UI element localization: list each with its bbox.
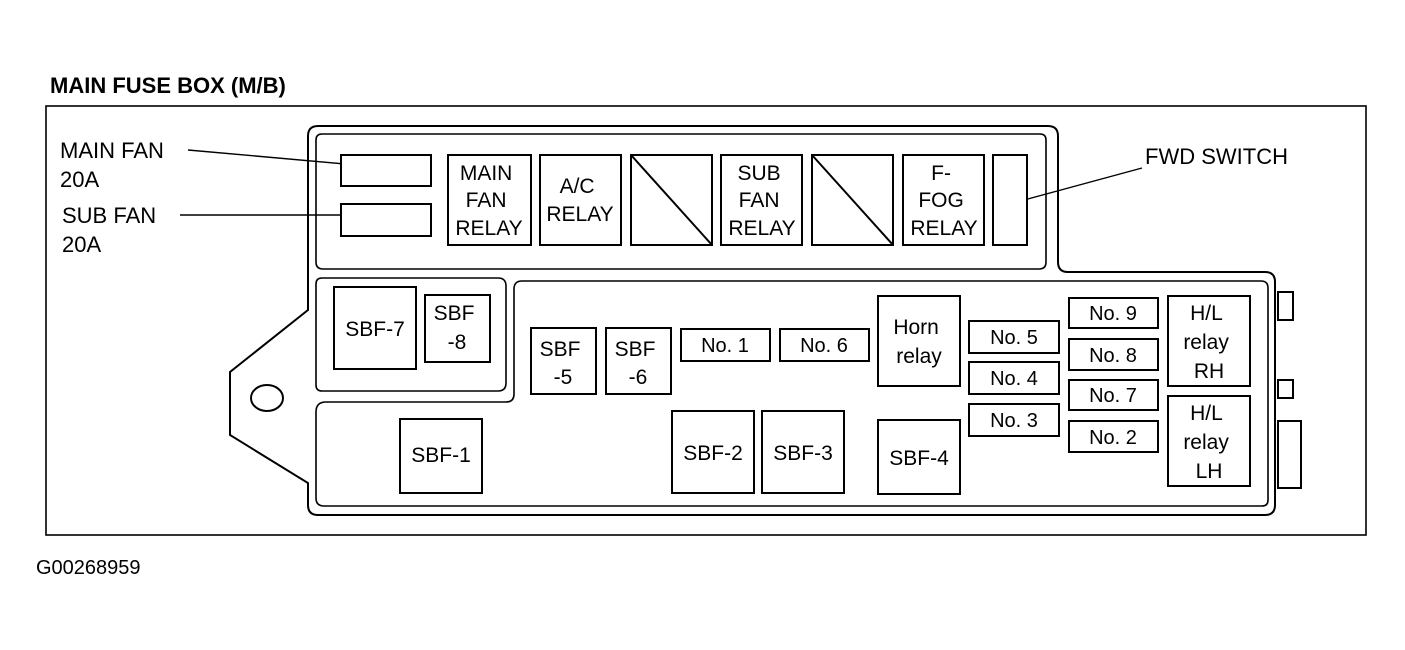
fuse-no-2 <box>1068 420 1159 453</box>
sbf-2 <box>671 410 755 494</box>
hl-relay-rh <box>1167 295 1251 387</box>
sbf-6 <box>605 327 672 395</box>
fuse-no-9 <box>1068 297 1159 329</box>
hl-relay-lh <box>1167 395 1251 487</box>
sbf-6-label: SBF -6 <box>615 338 662 389</box>
fuse-no-8 <box>1068 338 1159 371</box>
horn-relay-label: Horn relay <box>893 316 944 368</box>
sbf-8 <box>424 294 491 363</box>
fuse-no-1 <box>680 328 771 362</box>
sbf-1 <box>399 418 483 494</box>
lower-panel-outline-2 <box>315 280 1269 507</box>
sbf-1-label: SBF-1 <box>411 444 471 467</box>
outer-frame <box>45 105 1367 536</box>
main-fan-callout: MAIN FAN 20A <box>60 138 170 192</box>
sub-fan-relay-label: SUB FAN RELAY <box>728 162 795 240</box>
fuse-box-body <box>229 125 1276 516</box>
fuse-no-6-label: No. 6 <box>800 335 848 357</box>
main-fan-fuse <box>340 154 432 187</box>
sbf-8-label: SBF -8 <box>434 302 481 354</box>
ac-relay <box>539 154 622 246</box>
sbf-7-label: SBF-7 <box>345 318 405 341</box>
sub-fan-callout: SUB FAN 20A <box>62 203 162 257</box>
sbf-5-label: SBF -5 <box>540 338 587 389</box>
sbf-3-label: SBF-3 <box>773 442 833 465</box>
fuse-no-5-label: No. 5 <box>990 327 1038 349</box>
fuse-no-8-label: No. 8 <box>1089 345 1137 367</box>
hl-relay-rh-label: H/L relay RH <box>1183 302 1234 383</box>
fuse-no-6 <box>779 328 870 362</box>
fuse-no-5 <box>968 320 1060 354</box>
fwd-switch-leader <box>1012 167 1143 204</box>
sub-fan-relay <box>720 154 803 246</box>
horn-relay <box>877 295 961 387</box>
hl-relay-lh-label: H/L relay LH <box>1183 402 1234 483</box>
diagram-code: G00268959 <box>36 557 141 579</box>
sub-fan-fuse <box>340 203 432 237</box>
fuse-no-1-label: No. 1 <box>701 335 749 357</box>
fuse-no-4 <box>968 361 1060 395</box>
sbf-5 <box>530 327 597 395</box>
sbf-4 <box>877 419 961 495</box>
sbf-2-label: SBF-2 <box>683 442 743 465</box>
fuse-no-7-label: No. 7 <box>1089 385 1137 407</box>
fwd-switch-callout: FWD SWITCH <box>1145 144 1288 169</box>
main-fan-relay <box>447 154 532 246</box>
blank-relay-slot-diagonal <box>811 154 894 246</box>
f-fog-relay <box>902 154 985 246</box>
ac-relay-label: A/C RELAY <box>546 175 613 226</box>
fuse-no-3 <box>968 403 1060 437</box>
fuse-no-2-label: No. 2 <box>1089 427 1137 449</box>
sbf-3 <box>761 410 845 494</box>
side-tab <box>1277 291 1294 321</box>
sbf-4-label: SBF-4 <box>889 447 949 470</box>
fuse-no-4-label: No. 4 <box>990 368 1038 390</box>
fuse-no-9-label: No. 9 <box>1089 303 1137 325</box>
fwd-switch <box>992 154 1028 246</box>
sbf-7 <box>333 286 417 370</box>
fuse-no-3-label: No. 3 <box>990 410 1038 432</box>
fuse-no-7 <box>1068 379 1159 411</box>
mounting-hole <box>250 384 284 412</box>
main-fan-relay-label: MAIN FAN RELAY <box>455 162 522 240</box>
f-fog-relay-label: F- FOG RELAY <box>910 162 977 240</box>
lower-panel-outline <box>315 277 507 392</box>
side-tab <box>1277 379 1294 399</box>
fuse-box-inner-outline <box>315 133 1047 270</box>
diagram-title: MAIN FUSE BOX (M/B) <box>50 73 286 98</box>
side-tab <box>1277 420 1302 489</box>
blank-relay-slot-diagonal <box>630 154 713 246</box>
